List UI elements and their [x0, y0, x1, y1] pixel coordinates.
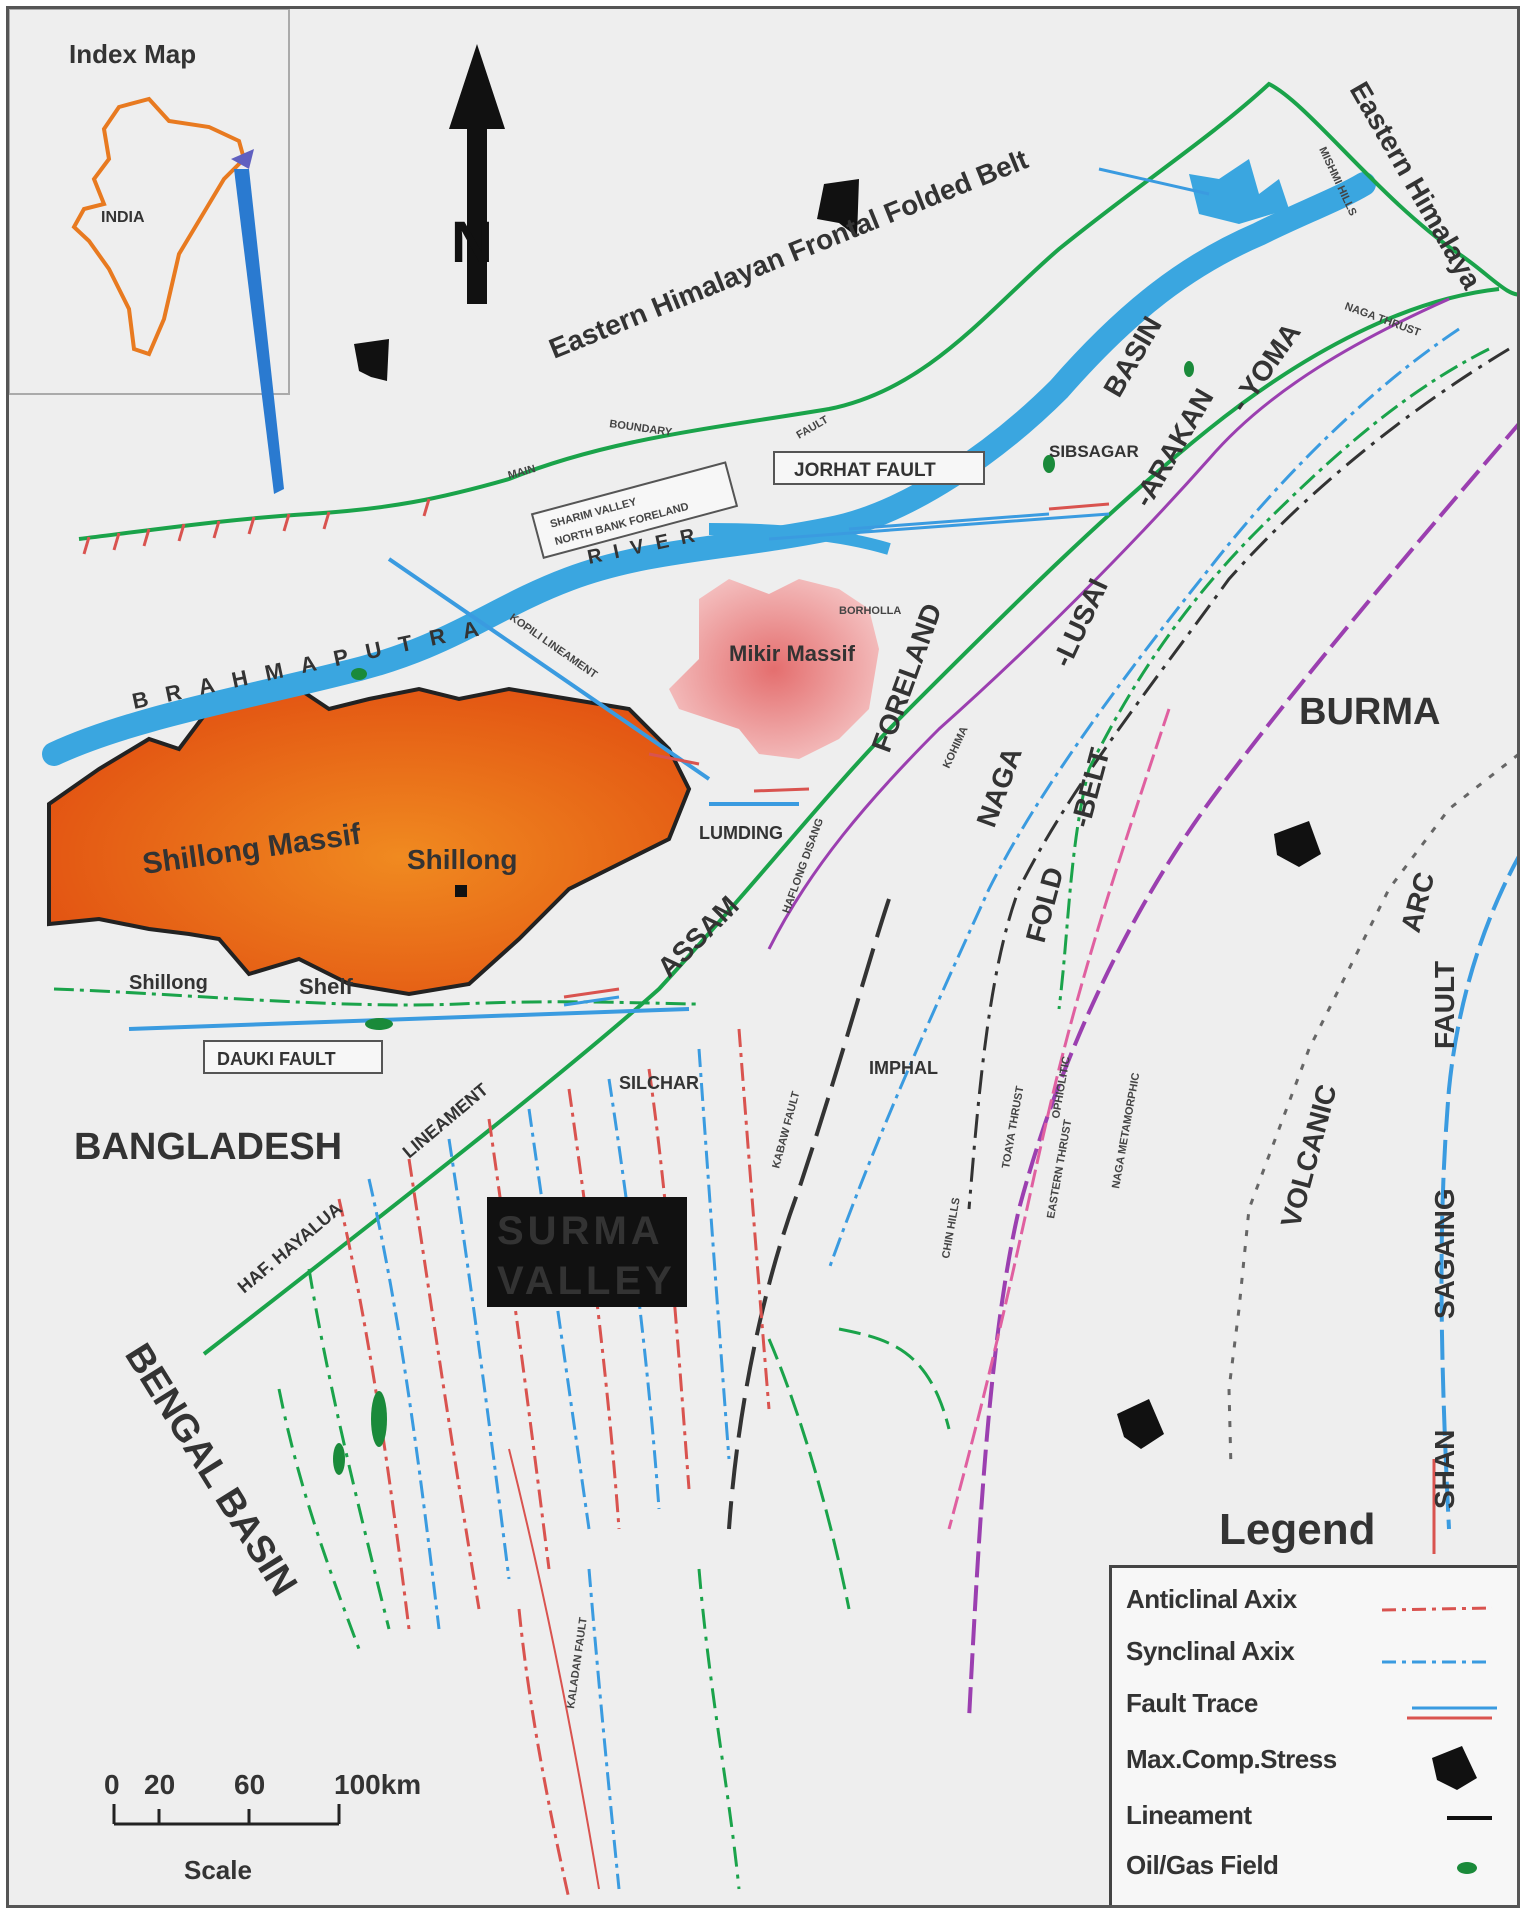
shillong-town-marker	[455, 885, 467, 897]
legend-title: Legend	[1219, 1505, 1376, 1554]
sagaing-label: SAGAING	[1429, 1188, 1460, 1319]
assam-label: ASSAM	[651, 890, 744, 983]
river-delta	[1189, 159, 1289, 224]
mikir-massif	[669, 579, 879, 759]
sagaing-fault-label: FAULT	[1429, 961, 1460, 1049]
legend-item-oilgas: Oil/Gas Field	[1126, 1850, 1279, 1880]
bengal-basin-label: BENGAL BASIN	[116, 1337, 305, 1604]
eastern-purple	[967, 422, 1517, 1720]
max-comp-stress-arrows	[354, 179, 1321, 1449]
haflong-label: HAF. HAYALUA	[234, 1198, 346, 1297]
disang-thrust-purple	[767, 297, 1450, 950]
surma-valley-box	[487, 1197, 687, 1307]
kohima-label: KOHIMA	[941, 725, 971, 771]
volcanic-arc	[1227, 753, 1517, 1470]
chinhill-label: CHIN HILLS	[940, 1197, 963, 1260]
scale-tick-0: 0	[104, 1769, 120, 1800]
river-branch	[708, 523, 891, 555]
jorhat-fault-label: JORHAT FAULT	[794, 460, 936, 481]
burma-label: BURMA	[1299, 691, 1440, 733]
shan-sagaing-fault	[1439, 855, 1517, 1530]
map-canvas: Eastern Himalayan Frontal Folded Belt Ea…	[9, 9, 1517, 1900]
pink-dash	[947, 708, 1171, 1530]
nlay-lusai: -LUSAI	[1046, 574, 1114, 672]
north-arrow	[449, 44, 505, 304]
lineament-label: LINEAMENT	[399, 1079, 492, 1162]
jorhat-fault-box	[773, 451, 985, 485]
bangladesh-label: BANGLADESH	[74, 1126, 342, 1168]
kabaw-label: KABAW FAULT	[770, 1090, 802, 1170]
legend-oilgas-symbol	[1457, 1862, 1477, 1874]
jorhat-faults	[768, 167, 1210, 541]
nlay-naga: NAGA	[971, 743, 1028, 831]
india-highlight	[231, 149, 254, 169]
legend-item-fault-trace: Fault Trace	[1126, 1688, 1258, 1718]
blue-syncline-a	[827, 327, 1460, 1270]
legend-item-lineament: Lineament	[1126, 1800, 1252, 1830]
thrust-ticks	[82, 498, 431, 555]
mikir-label: Mikir Massif	[729, 641, 856, 666]
eastern-thrust-label: EASTERN THRUST	[1045, 1118, 1074, 1219]
scale-tick-60: 60	[234, 1769, 265, 1800]
fold-label: FOLD	[1020, 864, 1070, 946]
legend-stress-symbol	[1432, 1746, 1477, 1790]
valley-label: VALLEY	[497, 1259, 676, 1303]
legend-item-stress: Max.Comp.Stress	[1126, 1744, 1337, 1774]
index-map-title: Index Map	[69, 39, 197, 69]
green-dash-a	[1057, 347, 1490, 1010]
nlay-arakan: -ARAKAN	[1127, 383, 1219, 512]
index-pointer	[234, 169, 284, 494]
index-map-inset	[9, 9, 290, 494]
naga-thrust-green	[202, 287, 1500, 1356]
dauki-fault-label: DAUKI FAULT	[217, 1049, 336, 1069]
shillong-shelf-label-2: Shelf	[299, 974, 353, 999]
kaladan-fault	[508, 1448, 600, 1890]
mbf-label-boundary: BOUNDARY	[609, 418, 674, 439]
shillong-massif	[47, 686, 692, 997]
legend-symbols	[1381, 1606, 1497, 1874]
kopili-lineament	[387, 557, 711, 781]
north-label: N	[451, 210, 493, 275]
toaya-label: TOAYA THRUST	[1000, 1085, 1026, 1170]
shillong-shelf-label-1: Shillong	[129, 972, 208, 994]
imphal-label: IMPHAL	[869, 1058, 938, 1078]
mbf-label-main: MAIN	[507, 463, 537, 482]
shillong-town-label: Shillong	[407, 844, 517, 875]
efb-label: Eastern Himalayan Frontal Folded Belt	[545, 143, 1033, 364]
arc-label: ARC	[1395, 869, 1441, 936]
legend: Anticlinal Axix Synclinal Axix Fault Tra…	[1109, 1565, 1517, 1905]
surma-label: SURMA	[497, 1209, 664, 1253]
belt-label: -BELT	[1065, 745, 1116, 831]
kabaw-fault	[727, 898, 891, 1530]
lumding-label: LUMDING	[699, 823, 783, 843]
naga-meta-label: NAGA METAMORPHIC	[1110, 1072, 1142, 1190]
shan-label: SHAN	[1429, 1430, 1460, 1509]
legend-anticline-symbol	[1381, 1606, 1493, 1612]
silchar-label: SILCHAR	[619, 1073, 699, 1093]
india-label: INDIA	[101, 209, 145, 226]
scale-bar: 0 20 60 100km Scale	[104, 1769, 421, 1885]
borholla-label: BORHOLLA	[839, 605, 901, 617]
dibrugarh-box	[530, 461, 739, 559]
shillong-shelf-line	[53, 987, 700, 1007]
fault-arrows	[563, 502, 1110, 1007]
scale-label: Scale	[184, 1855, 252, 1885]
scale-tick-100: 100km	[334, 1769, 421, 1800]
legend-item-syncline: Synclinal Axix	[1126, 1636, 1295, 1666]
dauki-fault	[128, 1007, 690, 1031]
scale-tick-20: 20	[144, 1769, 175, 1800]
kaladan-label: KALADAN FAULT	[565, 1616, 590, 1709]
legend-item-anticline: Anticlinal Axix	[1126, 1584, 1297, 1614]
mbf-label-fault: FAULT	[795, 414, 831, 442]
black-thrust	[967, 347, 1510, 1210]
india-outline	[71, 96, 247, 357]
main-boundary-fault	[78, 81, 1517, 541]
sibsagar-label: SIBSAGAR	[1049, 442, 1139, 461]
dauki-fault-box	[203, 1040, 383, 1074]
oil-gas-fields	[333, 361, 1194, 1475]
geological-map: Eastern Himalayan Frontal Folded Belt Ea…	[6, 6, 1520, 1908]
volcanic-label: VOLCANIC	[1275, 1081, 1343, 1230]
